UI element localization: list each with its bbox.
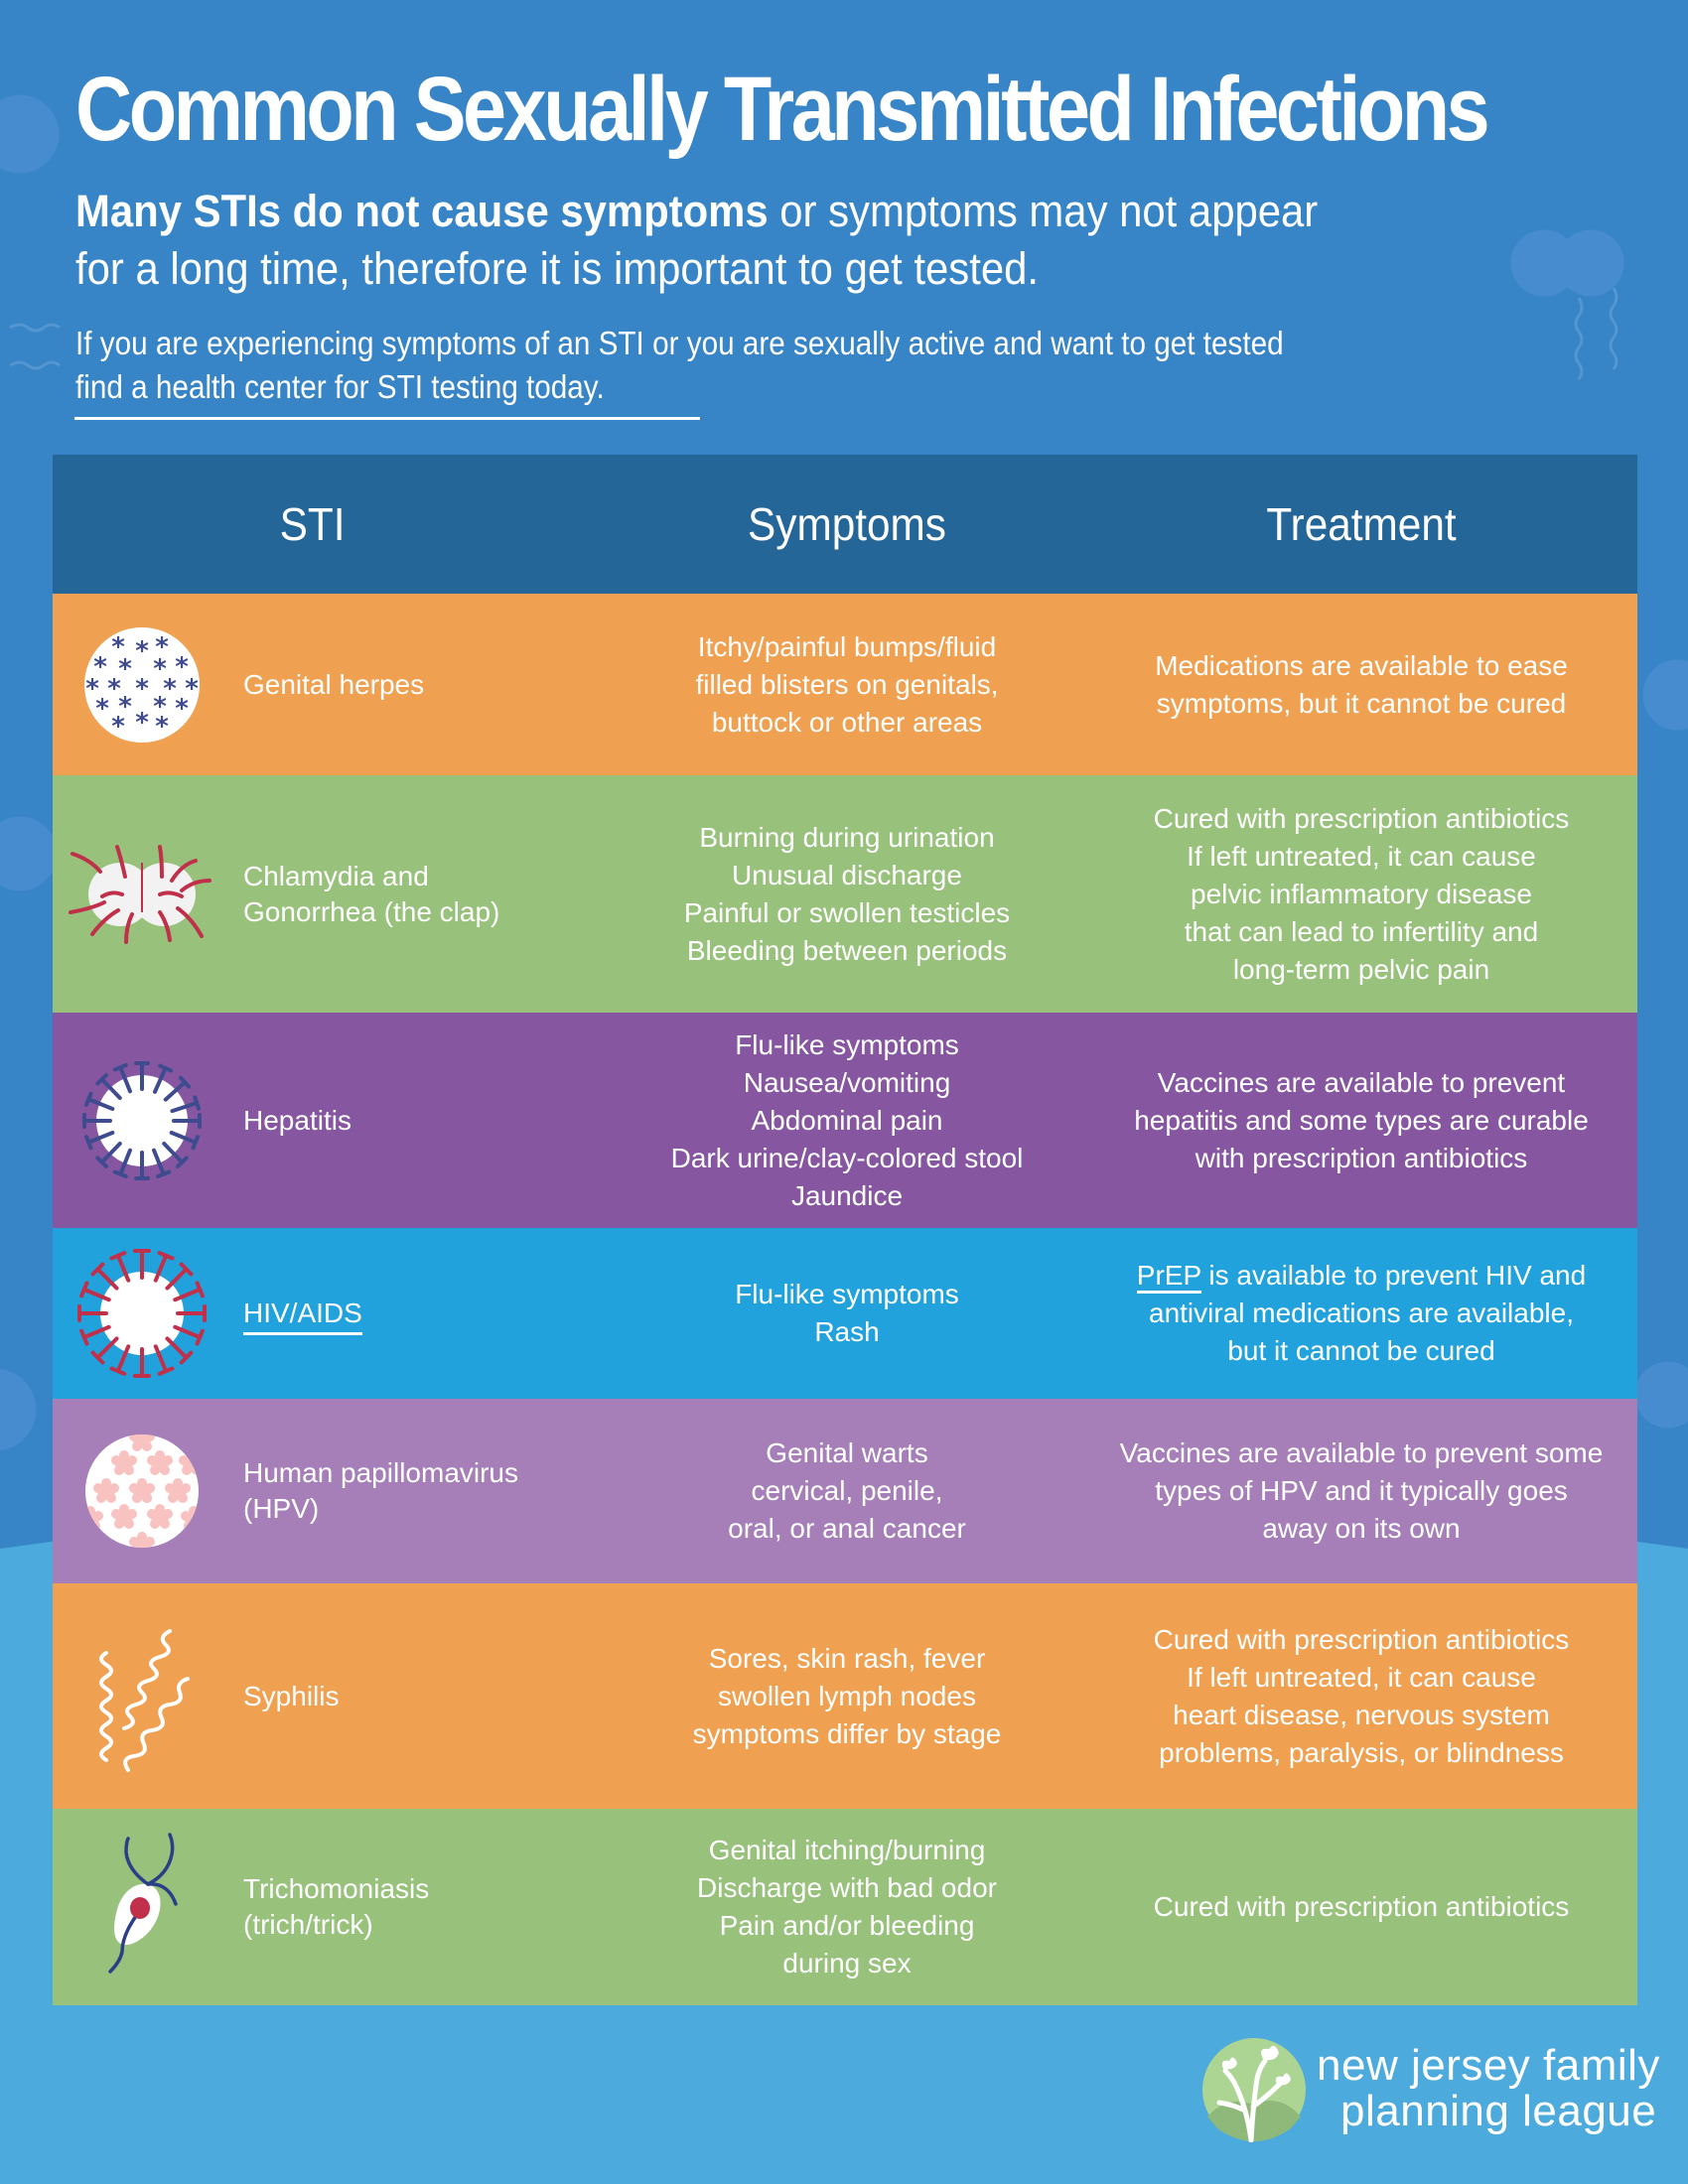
table-row: Chlamydia and Gonorrhea (the clap) Burni… bbox=[53, 775, 1637, 1013]
column-header-symptoms: Symptoms bbox=[748, 498, 946, 550]
table-row: *** **** ***** **** *** Genital herpes I… bbox=[53, 594, 1637, 775]
subtitle: Many STIs do not cause symptoms or sympt… bbox=[75, 183, 1318, 298]
table-header: STI Symptoms Treatment bbox=[53, 455, 1637, 594]
svg-text:*: * bbox=[93, 652, 107, 682]
link-underline bbox=[74, 417, 700, 420]
svg-text:*: * bbox=[153, 654, 167, 684]
symptoms-cell: Genital itching/burning Discharge with b… bbox=[697, 1835, 997, 1979]
symptoms-cell: Flu-like symptoms Rash bbox=[735, 1279, 959, 1347]
svg-text:*: * bbox=[111, 632, 125, 662]
column-header-sti: STI bbox=[279, 498, 346, 550]
treatment-text: is available to prevent HIV and antivira… bbox=[1149, 1260, 1587, 1366]
table-row: Trichomoniasis (trich/trick) Genital itc… bbox=[53, 1809, 1637, 2005]
intro-text: If you are experiencing symptoms of an S… bbox=[75, 322, 1284, 409]
hepatitis-virus-icon bbox=[53, 1013, 231, 1228]
svg-text:*: * bbox=[118, 692, 132, 722]
table-row: Syphilis Sores, skin rash, fever swollen… bbox=[53, 1583, 1637, 1809]
logo-line-1: new jersey family bbox=[1317, 2041, 1660, 2090]
svg-text:*: * bbox=[85, 674, 99, 704]
organization-name: new jersey family planning league bbox=[1317, 2043, 1660, 2134]
subtitle-bold: Many STIs do not cause symptoms bbox=[75, 186, 769, 236]
treatment-cell: Cured with prescription antibiotics If l… bbox=[1153, 802, 1570, 985]
svg-text:*: * bbox=[95, 694, 109, 724]
treatment-cell: Cured with prescription antibiotics bbox=[1153, 1891, 1570, 1922]
svg-text:*: * bbox=[163, 674, 177, 704]
column-header-treatment: Treatment bbox=[1266, 498, 1457, 550]
trichomonas-parasite-icon bbox=[53, 1809, 231, 2005]
treatment-cell: Vaccines are available to prevent some t… bbox=[1119, 1437, 1604, 1544]
treatment-cell: PrEP is available to prevent HIV and ant… bbox=[1085, 1257, 1637, 1370]
sti-name: Human papillomavirus (HPV) bbox=[243, 1457, 519, 1524]
health-center-link[interactable]: find a health center for STI testing tod… bbox=[75, 368, 605, 405]
table-row: HIV/AIDS Flu-like symptoms Rash PrEP is … bbox=[53, 1228, 1637, 1399]
svg-text:*: * bbox=[155, 712, 169, 742]
sti-name: Genital herpes bbox=[243, 668, 425, 700]
svg-text:*: * bbox=[185, 674, 199, 704]
svg-text:*: * bbox=[175, 652, 189, 682]
svg-text:*: * bbox=[135, 708, 149, 738]
intro-line: If you are experiencing symptoms of an S… bbox=[75, 325, 1284, 361]
treatment-cell: Cured with prescription antibiotics If l… bbox=[1153, 1623, 1570, 1768]
svg-text:*: * bbox=[175, 694, 189, 724]
subtitle-rest: or symptoms may not appear bbox=[768, 186, 1319, 236]
sti-table: STI Symptoms Treatment *** **** ***** **… bbox=[53, 455, 1637, 2005]
svg-text:*: * bbox=[107, 674, 121, 704]
sti-name: Hepatitis bbox=[243, 1104, 352, 1136]
svg-text:*: * bbox=[135, 674, 149, 704]
svg-text:*: * bbox=[153, 692, 167, 722]
herpes-virus-icon: *** **** ***** **** *** bbox=[53, 594, 231, 775]
logo-line-2: planning league bbox=[1340, 2087, 1657, 2135]
njfpl-logo-icon bbox=[1202, 2038, 1306, 2142]
prep-link[interactable]: PrEP bbox=[1136, 1260, 1201, 1294]
syphilis-spirochete-icon bbox=[53, 1583, 231, 1809]
symptoms-cell: Sores, skin rash, fever swollen lymph no… bbox=[692, 1642, 1002, 1749]
treatment-cell: Medications are available to ease sympto… bbox=[1155, 649, 1568, 719]
svg-text:*: * bbox=[135, 636, 149, 666]
treatment-cell: Vaccines are available to prevent hepati… bbox=[1134, 1066, 1589, 1173]
table-row: Human papillomavirus (HPV) Genital warts… bbox=[53, 1399, 1637, 1583]
table-row: Hepatitis Flu-like symptoms Nausea/vomit… bbox=[53, 1013, 1637, 1228]
hpv-virus-icon bbox=[53, 1399, 231, 1583]
symptoms-cell: Genital warts cervical, penile, oral, or… bbox=[728, 1437, 966, 1544]
svg-text:*: * bbox=[118, 654, 132, 684]
svg-text:*: * bbox=[155, 632, 169, 662]
symptoms-cell: Burning during urination Unusual dischar… bbox=[683, 821, 1011, 966]
sti-name: Syphilis bbox=[243, 1680, 340, 1711]
subtitle-line-2: for a long time, therefore it is importa… bbox=[75, 243, 1040, 294]
sti-name: Chlamydia and Gonorrhea (the clap) bbox=[243, 860, 500, 927]
symptoms-cell: Flu-like symptoms Nausea/vomiting Abdomi… bbox=[670, 1028, 1024, 1211]
sti-name[interactable]: HIV/AIDS bbox=[243, 1297, 362, 1335]
chlamydia-bacteria-icon bbox=[53, 775, 231, 1013]
hiv-aids-link[interactable]: HIV/AIDS bbox=[231, 1296, 362, 1335]
svg-text:*: * bbox=[111, 712, 125, 742]
page-title: Common Sexually Transmitted Infections bbox=[75, 59, 1490, 160]
symptoms-cell: Itchy/painful bumps/fluid filled blister… bbox=[695, 630, 999, 738]
sti-name: Trichomoniasis (trich/trick) bbox=[243, 1873, 430, 1940]
hiv-virus-icon bbox=[53, 1228, 231, 1399]
